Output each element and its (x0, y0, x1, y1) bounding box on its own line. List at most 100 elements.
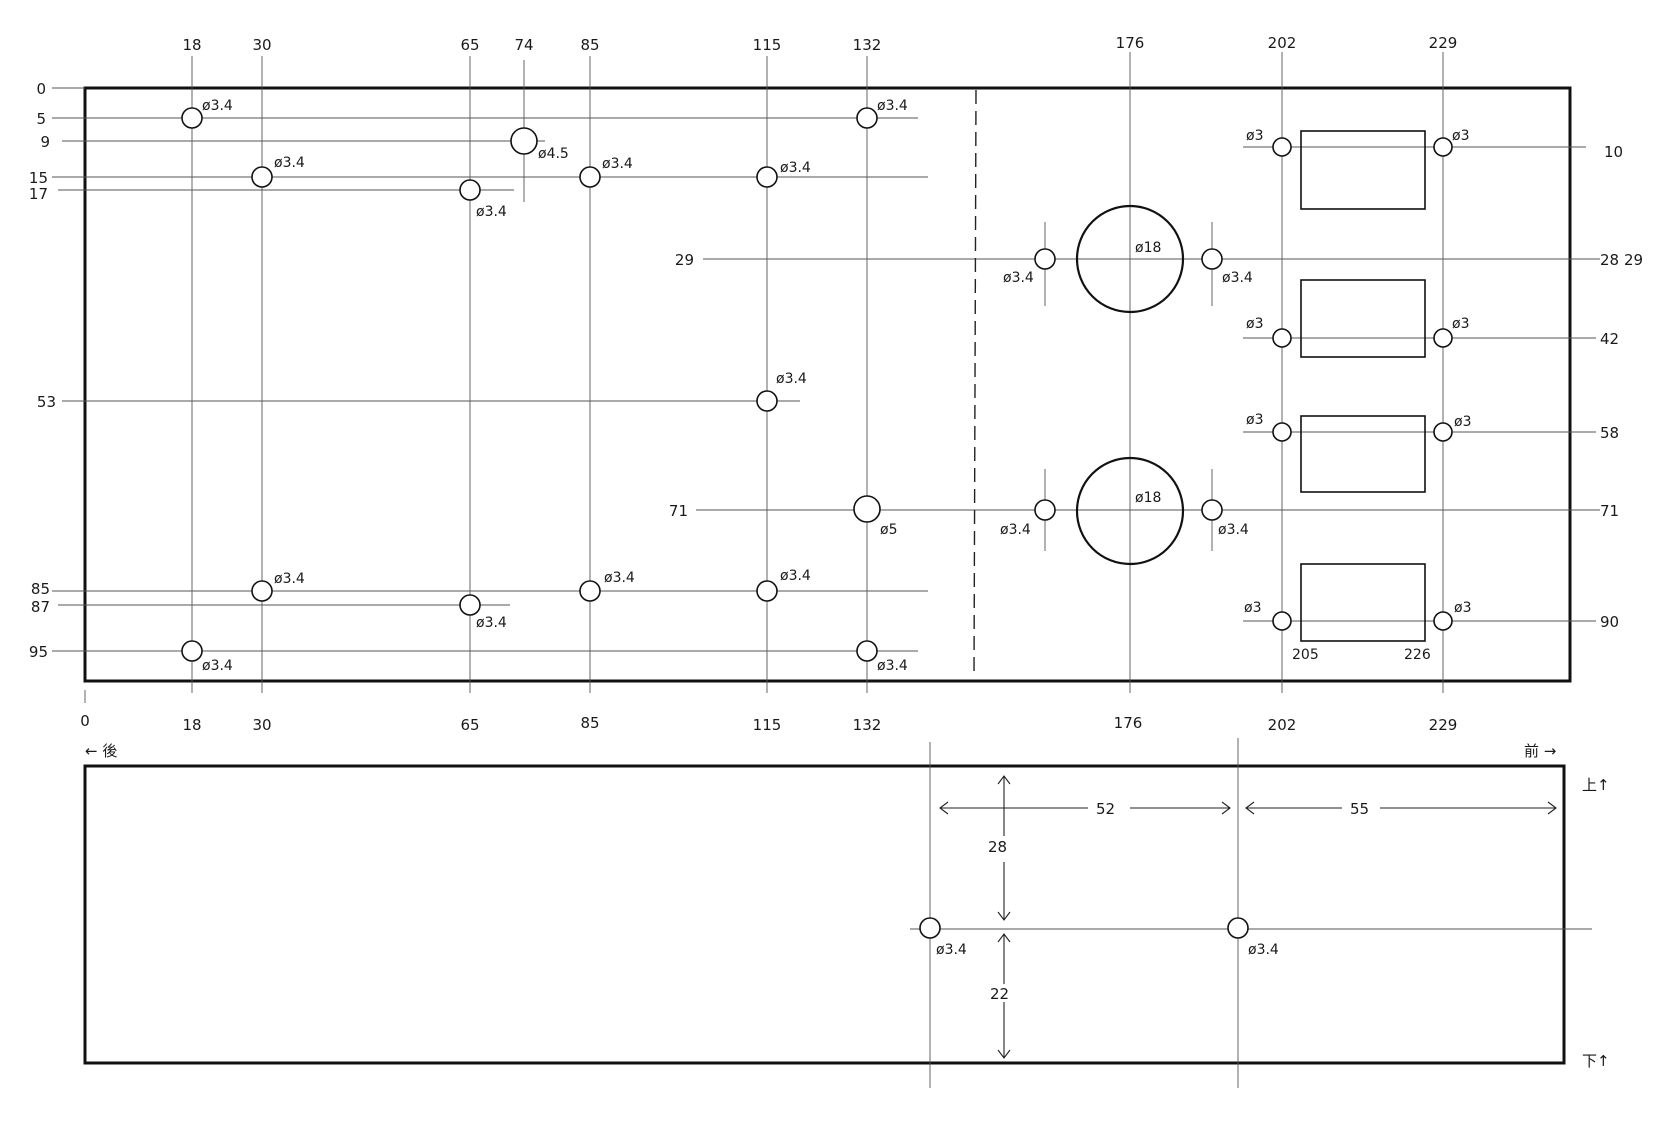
dimension-28: 28 (988, 775, 1011, 921)
direction-back: ← 後 (85, 742, 117, 760)
tick-label: 71 (1600, 502, 1619, 520)
hole (856, 107, 878, 129)
vertical-guides (191, 52, 1444, 693)
hole-label: ø3.4 (604, 570, 635, 586)
hole-label: ø3 (1452, 128, 1469, 144)
cutout (1300, 563, 1426, 642)
hole (459, 179, 481, 201)
tick-label: 87 (31, 598, 50, 616)
hole (1433, 611, 1453, 631)
hole-label: ø3 (1454, 414, 1471, 430)
hole-label: ø4.5 (538, 146, 569, 162)
tick-label: 176 (1116, 34, 1145, 52)
tick-label: 71 (669, 502, 688, 520)
label-bottom: 下↑ (1582, 1052, 1610, 1070)
hole-label: ø3.4 (1218, 522, 1249, 538)
side-panel-outline (83, 764, 1566, 1065)
tick-label: 202 (1268, 34, 1297, 52)
hole-label: ø3.4 (476, 615, 507, 631)
tick-label: 28 (1600, 251, 1619, 269)
hole-label: ø3.4 (1000, 522, 1031, 538)
hole-label: ø3 (1246, 412, 1263, 428)
hole-label: ø3.4 (1222, 270, 1253, 286)
hole (510, 127, 538, 155)
hole (1272, 328, 1292, 348)
tick-label: 58 (1600, 424, 1619, 442)
hole (251, 580, 273, 602)
rect-cutouts (1300, 130, 1426, 642)
hole (579, 580, 601, 602)
x-ticks-top: 18 30 65 74 85 115 132 176 202 229 (182, 34, 1457, 54)
tick-label: 65 (460, 716, 479, 734)
tick-label: 176 (1114, 714, 1143, 732)
tick-label: 10 (1604, 143, 1623, 161)
tick-label: 85 (580, 36, 599, 54)
hole-label: ø3 (1246, 128, 1263, 144)
side-hole-label: ø3.4 (936, 942, 967, 958)
dim-label: 55 (1350, 800, 1369, 818)
hole-label: ø3.4 (274, 155, 305, 171)
tick-label: 95 (29, 643, 48, 661)
hole-label: ø3.4 (877, 98, 908, 114)
tick-label: 53 (37, 393, 56, 411)
dimension-22: 22 (990, 933, 1011, 1059)
tick-label: 17 (29, 185, 48, 203)
hole (251, 166, 273, 188)
hole-label: ø18 (1135, 240, 1161, 256)
tick-label: 202 (1268, 716, 1297, 734)
tick-label: 229 (1429, 716, 1458, 734)
hole (181, 640, 203, 662)
tick-label: 30 (252, 36, 271, 54)
hole-label: ø3.4 (202, 658, 233, 674)
side-hole (919, 917, 941, 939)
direction-front: 前 → (1524, 742, 1556, 760)
hole-label: ø3.4 (274, 571, 305, 587)
cutout (1300, 130, 1426, 210)
hole-label: ø3.4 (780, 160, 811, 176)
large-hole (1075, 204, 1185, 314)
slot-label-226: 226 (1404, 647, 1431, 663)
tick-label: 30 (252, 716, 271, 734)
tick-label: 9 (40, 133, 50, 151)
large-hole (1075, 456, 1185, 566)
hole-label: ø3 (1452, 316, 1469, 332)
hole (1034, 248, 1056, 270)
hole-label: ø3.4 (202, 98, 233, 114)
top-panel-outline (83, 86, 1572, 683)
y-ticks-left: 0 5 9 15 17 29 53 71 85 87 95 (29, 80, 694, 661)
hole-label: ø3.4 (602, 156, 633, 172)
tick-label: 29 (1624, 251, 1643, 269)
hole (1272, 137, 1292, 157)
horizontal-guides (52, 87, 1600, 652)
tick-label: 132 (853, 716, 882, 734)
dimension-55: 55 (1245, 800, 1557, 818)
tick-label: 74 (514, 36, 533, 54)
tick-label: 65 (460, 36, 479, 54)
hole (756, 166, 778, 188)
hole-label: ø3 (1244, 600, 1261, 616)
tick-label: 15 (29, 169, 48, 187)
hole-label: ø3.4 (780, 568, 811, 584)
dim-label: 28 (988, 838, 1007, 856)
y-ticks-right: 10 28 29 42 58 71 90 (1600, 143, 1643, 631)
hole (181, 107, 203, 129)
hole (1433, 137, 1453, 157)
hole (1272, 611, 1292, 631)
hole-label: ø18 (1135, 490, 1161, 506)
hole (756, 390, 778, 412)
hole (1034, 499, 1056, 521)
tick-label: 5 (36, 110, 46, 128)
hole (1433, 422, 1453, 442)
tick-label: 115 (753, 716, 782, 734)
x-ticks-bottom: 0 18 30 65 85 115 132 176 202 229 (80, 690, 1457, 734)
tick-label: 90 (1600, 613, 1619, 631)
hole-label: ø3.4 (877, 658, 908, 674)
side-hole (1227, 917, 1249, 939)
tick-label: 29 (675, 251, 694, 269)
side-hole-label: ø3.4 (1248, 942, 1279, 958)
hole-label: ø3.4 (776, 371, 807, 387)
hole (1201, 248, 1223, 270)
hole (1433, 328, 1453, 348)
hole (579, 166, 601, 188)
